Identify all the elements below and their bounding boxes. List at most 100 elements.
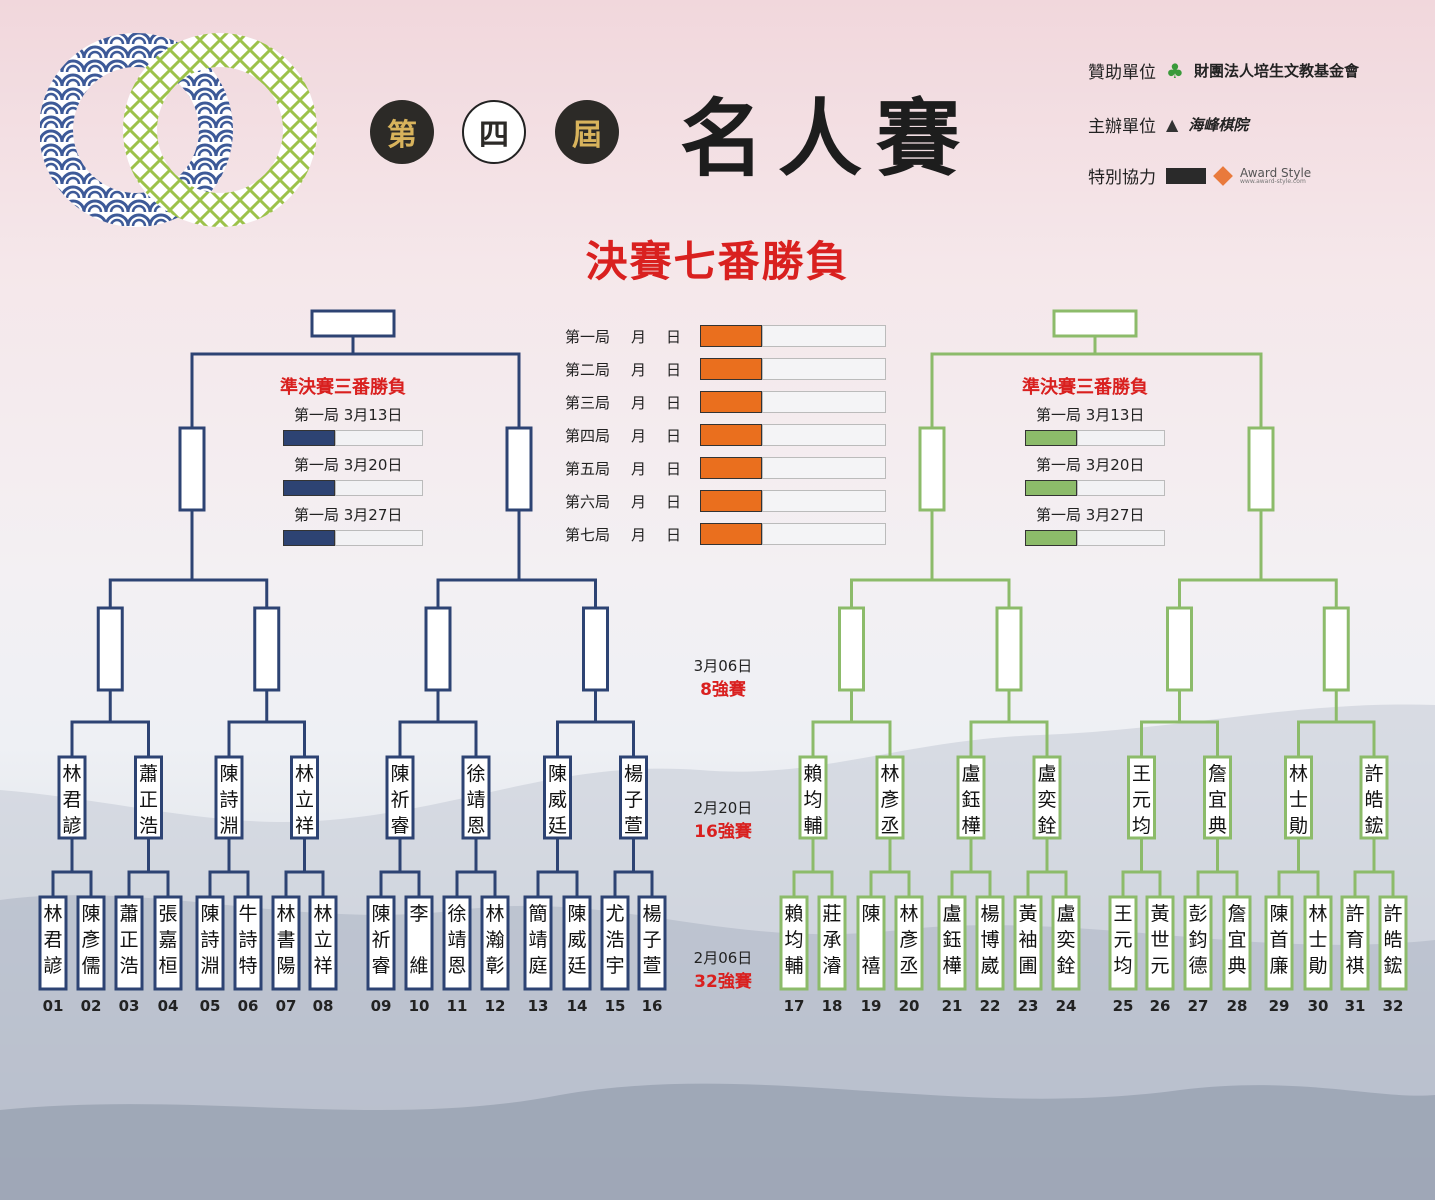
player-name-32: 士	[1308, 929, 1327, 951]
edition-char: 四	[479, 118, 509, 153]
game-day: 日	[666, 393, 682, 412]
player-box-32	[442, 895, 472, 991]
semi-result-box	[1077, 430, 1165, 446]
player-name-32: 簡	[528, 903, 547, 925]
quarter-box	[424, 606, 452, 692]
game-day: 日	[666, 360, 682, 379]
bracket-line	[950, 870, 992, 897]
bracket-line	[516, 510, 521, 582]
sponsor-label: 贊助單位	[1088, 63, 1156, 83]
semi-result-marker	[1025, 430, 1077, 446]
seed-number: 11	[447, 997, 468, 1015]
player-name-16: 輔	[803, 815, 822, 837]
player-name-32: 詹	[1227, 903, 1246, 925]
semi-result-marker	[1025, 480, 1077, 496]
player-box-32	[779, 895, 809, 991]
player-name-32: 特	[238, 955, 257, 977]
seed-number: 21	[942, 997, 963, 1015]
game-result-marker	[700, 325, 762, 347]
seed-number: 32	[1383, 997, 1404, 1015]
semi-box	[918, 426, 946, 512]
player-box-16	[57, 755, 87, 840]
player-name-32: 睿	[371, 955, 390, 977]
player-box-32	[76, 895, 106, 991]
bracket-line	[70, 720, 150, 757]
seed-number: 07	[276, 997, 297, 1015]
player-name-16: 賴	[803, 763, 822, 785]
player-box-32	[308, 895, 338, 991]
seed-number: 24	[1056, 997, 1077, 1015]
game-label: 第三局	[565, 393, 611, 412]
sponsor-row: 贊助單位 ♣ 財團法人培生文教基金會	[1088, 58, 1359, 84]
player-box-16	[290, 755, 319, 840]
quarter-box	[838, 606, 865, 692]
player-name-32: 彭	[1188, 903, 1207, 925]
player-name-32: 崴	[980, 955, 999, 977]
seed-number: 30	[1308, 997, 1329, 1015]
round-date: 3月06日	[693, 657, 753, 675]
bracket-line	[127, 870, 170, 897]
player-box-32	[562, 895, 592, 991]
player-name-16: 靖	[466, 789, 485, 811]
organizer-name: 海峰棋院	[1188, 116, 1249, 134]
player-name-32: 祺	[1345, 955, 1364, 977]
player-name-32: 蕭	[119, 903, 138, 925]
player-name-32: 許	[1383, 903, 1402, 925]
bracket-line	[536, 870, 579, 897]
bracket-line	[1140, 720, 1219, 757]
bracket-line	[1297, 720, 1376, 757]
bracket-line	[613, 870, 654, 897]
bracket-line	[190, 352, 521, 428]
game-result-marker	[700, 523, 762, 545]
game-result-box	[762, 358, 886, 380]
final-title: 決賽七番勝負	[585, 237, 850, 286]
game-day: 日	[666, 426, 682, 445]
bracket-line	[398, 720, 478, 757]
player-name-32: 詩	[200, 929, 219, 951]
partner-brand: Award Style	[1240, 165, 1312, 180]
game-month: 月	[631, 525, 647, 544]
seed-number: 29	[1269, 997, 1290, 1015]
player-name-32: 彥	[81, 929, 100, 951]
game-result-marker	[700, 457, 762, 479]
player-name-32: 徐	[447, 903, 466, 925]
player-box-32	[600, 895, 630, 991]
organizer-row: 主辦單位 ▲ 海峰棋院	[1088, 112, 1248, 137]
edition-medal-2: 四	[462, 100, 526, 164]
bracket-line	[792, 870, 834, 897]
player-name-32: 銓	[1056, 955, 1075, 977]
player-box-32	[894, 895, 924, 991]
player-name-32: 書	[276, 929, 295, 951]
semi-game-label: 第一局 3月27日	[1036, 506, 1145, 524]
player-name-32: 廷	[567, 955, 586, 977]
semi-game-label: 第一局 3月13日	[1036, 406, 1145, 424]
player-name-16: 鋐	[1364, 815, 1383, 837]
player-name-32: 鈞	[1188, 929, 1207, 951]
bracket-line	[1121, 870, 1162, 897]
player-name-32: 尤	[605, 903, 624, 925]
player-box-32	[114, 895, 144, 991]
player-name-32: 萱	[642, 955, 661, 977]
player-box-32	[1264, 895, 1294, 991]
player-name-16: 盧	[1037, 763, 1056, 785]
player-box-16	[798, 755, 828, 840]
player-name-16: 宜	[1208, 789, 1227, 811]
bracket-line	[850, 578, 1011, 608]
round-name: 8強賽	[700, 680, 746, 700]
game-result-marker	[700, 391, 762, 413]
bracket-line	[1277, 870, 1320, 897]
seed-number: 04	[158, 997, 179, 1015]
game-result-marker	[700, 358, 762, 380]
player-name-32: 樺	[942, 955, 961, 977]
player-name-16: 立	[295, 789, 314, 811]
player-box-32	[366, 895, 396, 991]
player-name-32: 廉	[1269, 955, 1288, 977]
player-name-32: 林	[899, 903, 918, 925]
seed-number: 27	[1188, 997, 1209, 1015]
semi-result-marker	[1025, 530, 1077, 546]
player-name-32: 瀚	[485, 929, 504, 951]
player-box-16	[385, 755, 415, 840]
quarter-box	[1166, 606, 1193, 692]
player-name-32: 淵	[200, 955, 219, 977]
seed-number: 31	[1345, 997, 1366, 1015]
